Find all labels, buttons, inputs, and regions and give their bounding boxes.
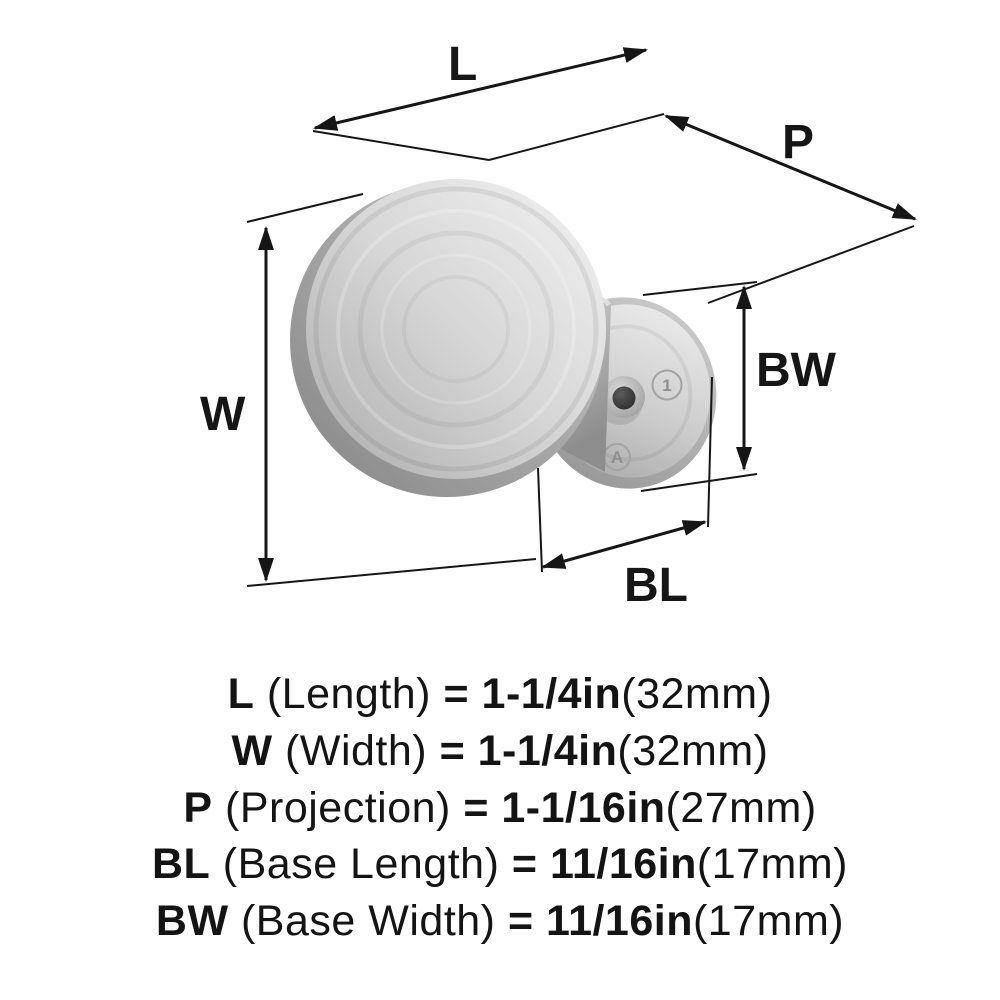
dimension-labels: L W P BW BL	[200, 38, 837, 612]
dimension-lines	[258, 47, 917, 582]
spec-name: (Base Length)	[222, 840, 500, 889]
dim-line-P	[664, 114, 917, 221]
disc-ring-4	[380, 253, 532, 405]
spec-value: 1-1/4in	[477, 726, 618, 775]
spec-line-projection: P (Projection) = 1-1/16in(27mm)	[183, 780, 816, 837]
dim-label-width: W	[200, 388, 246, 441]
ext-P-far	[707, 225, 915, 304]
marking-number-circle	[651, 369, 683, 401]
dim-label-length: L	[448, 38, 477, 91]
spec-code: BL	[152, 840, 211, 889]
spec-metric: (32mm)	[617, 726, 769, 775]
spec-value: 11/16in	[546, 897, 693, 945]
ext-L-left	[312, 130, 490, 161]
spec-metric: (27mm)	[665, 783, 817, 832]
ext-W-bottom	[246, 558, 537, 587]
spec-value: 1-1/4in	[481, 670, 622, 718]
spec-code: L	[227, 670, 255, 718]
disc-ring-3	[357, 230, 555, 428]
spec-metric: (17mm)	[692, 897, 845, 945]
knob-front-disc	[290, 179, 606, 497]
spec-code: P	[183, 783, 213, 832]
ext-top-tangent	[488, 113, 665, 161]
spec-name: (Projection)	[225, 783, 451, 832]
spec-equals: =	[511, 840, 538, 889]
spec-line-length: L (Length) = 1-1/4in(32mm)	[228, 666, 773, 723]
spec-value: 11/16in	[549, 840, 697, 889]
disc-face	[306, 179, 606, 479]
spec-line-base-width: BW (Base Width) = 11/16in(17mm)	[156, 893, 844, 950]
marking-number: 1	[662, 376, 671, 395]
dim-label-projection: P	[782, 116, 814, 169]
spec-name: (Width)	[285, 726, 428, 775]
spec-name: (Length)	[266, 670, 432, 718]
spec-name: (Base Width)	[240, 897, 496, 945]
disc-ring-2	[336, 209, 576, 449]
spec-code: BW	[155, 897, 229, 945]
ext-BW-bottom	[640, 473, 758, 492]
spec-code: W	[231, 726, 273, 775]
spec-metric: (17mm)	[696, 840, 848, 889]
ext-BW-top	[642, 281, 758, 296]
spec-value: 1-1/16in	[501, 783, 666, 832]
spec-equals: =	[507, 897, 534, 945]
spec-metric: (32mm)	[621, 670, 773, 718]
dim-label-base-width: BW	[756, 344, 837, 397]
spec-line-width: W (Width) = 1-1/4in(32mm)	[232, 723, 769, 780]
dim-label-base-length: BL	[624, 559, 688, 612]
ext-BL-left	[537, 467, 543, 573]
spec-equals: =	[443, 670, 470, 718]
spec-equals: =	[439, 726, 466, 775]
ext-BL-right	[707, 376, 713, 528]
disc-ring-1	[313, 186, 599, 472]
spec-equals: =	[463, 783, 489, 832]
dim-line-L	[313, 47, 648, 131]
dim-line-BL	[541, 520, 707, 569]
brand-logo-letter: A	[611, 448, 623, 467]
spec-list: L (Length) = 1-1/4in(32mm) W (Width) = 1…	[0, 666, 1000, 950]
knob-illustration: 1 A	[290, 179, 717, 497]
ext-W-top	[246, 193, 364, 223]
screw-hole	[612, 386, 636, 410]
knob-diagram-svg: 1 A	[200, 38, 917, 612]
spec-line-base-length: BL (Base Length) = 11/16in(17mm)	[152, 836, 848, 893]
disc-ring-5	[402, 275, 510, 383]
